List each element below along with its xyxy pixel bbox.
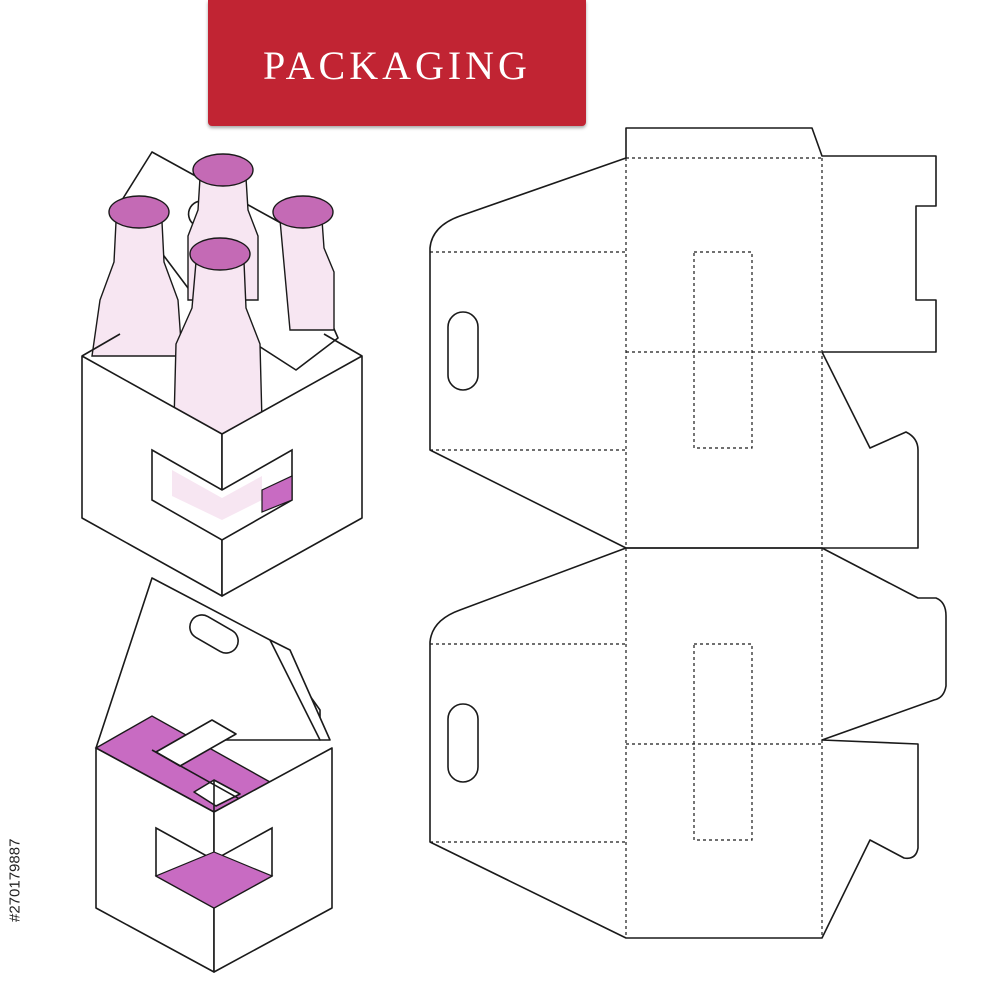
- dieline-slot-top: [693, 251, 753, 449]
- dieline-top-outline: [429, 127, 937, 549]
- empty-front-right-face: [213, 747, 333, 973]
- bottle-cap: [272, 195, 334, 229]
- dieline-handle-top: [447, 311, 479, 391]
- dieline-bottom-outline: [429, 547, 947, 939]
- bottle-back-right: [272, 195, 335, 331]
- bottle-carrier-empty: [94, 577, 333, 973]
- carrier-dieline: [429, 127, 947, 939]
- banner-title: PACKAGING: [263, 42, 531, 88]
- bottle-carrier-filled: [81, 151, 363, 597]
- bottle-cap: [192, 153, 254, 187]
- bottle-front-left: [91, 195, 183, 357]
- bottle-cap: [108, 195, 170, 229]
- title-banner: PACKAGING: [208, 0, 586, 126]
- dieline-handle-bottom: [447, 703, 479, 783]
- empty-handle-hole: [189, 614, 239, 654]
- dieline-slot-bottom: [693, 643, 753, 841]
- bottle-cap: [189, 237, 251, 271]
